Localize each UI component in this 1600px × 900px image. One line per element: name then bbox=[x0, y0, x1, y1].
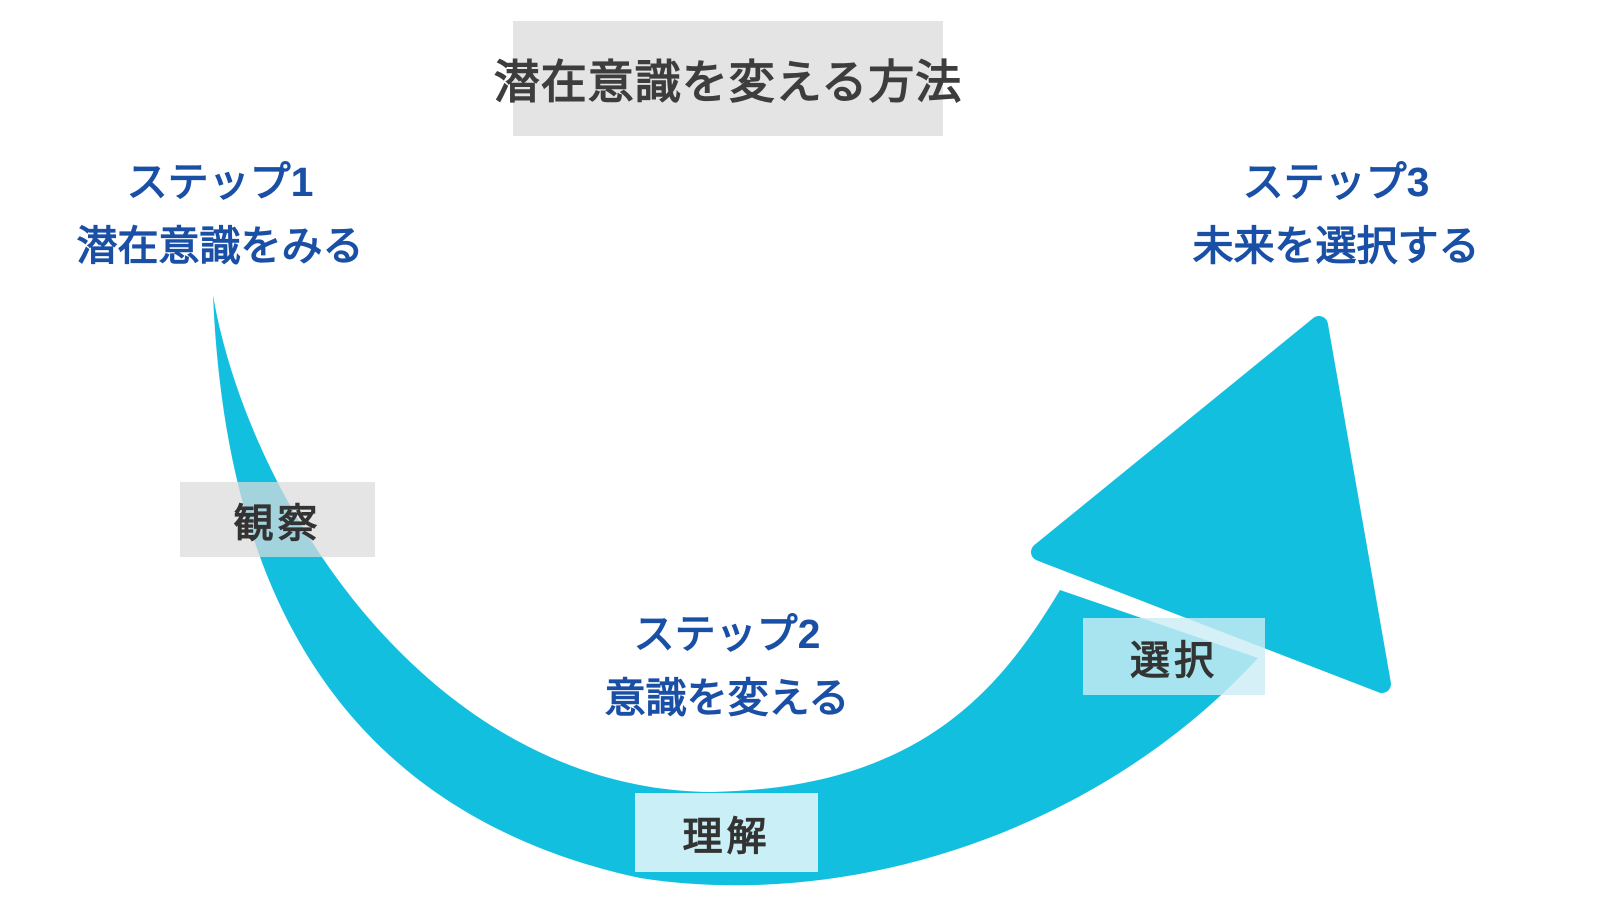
arc-label-observation: 観察 bbox=[180, 482, 375, 557]
arc-label-understanding-text: 理解 bbox=[682, 814, 771, 859]
step2-name: ステップ2 bbox=[633, 611, 821, 657]
step1-caption: 潜在意識をみる bbox=[76, 223, 364, 269]
step2-caption: 意識を変える bbox=[604, 675, 850, 721]
arc-label-selection-text: 選択 bbox=[1130, 638, 1218, 683]
step3-name: ステップ3 bbox=[1242, 159, 1430, 205]
page-title: 潜在意識を変える方法 bbox=[493, 55, 963, 108]
step1-label: ステップ1 潜在意識をみる bbox=[30, 150, 410, 278]
arc-label-observation-text: 観察 bbox=[233, 501, 322, 546]
step3-caption: 未来を選択する bbox=[1192, 223, 1480, 269]
arc-label-understanding: 理解 bbox=[635, 793, 818, 872]
arc-band-shape bbox=[213, 295, 1258, 886]
arc-label-selection: 選択 bbox=[1083, 618, 1265, 695]
step1-name: ステップ1 bbox=[126, 159, 314, 205]
step2-label: ステップ2 意識を変える bbox=[537, 602, 917, 730]
step3-label: ステップ3 未来を選択する bbox=[1146, 150, 1526, 278]
title-box: 潜在意識を変える方法 bbox=[494, 21, 961, 136]
